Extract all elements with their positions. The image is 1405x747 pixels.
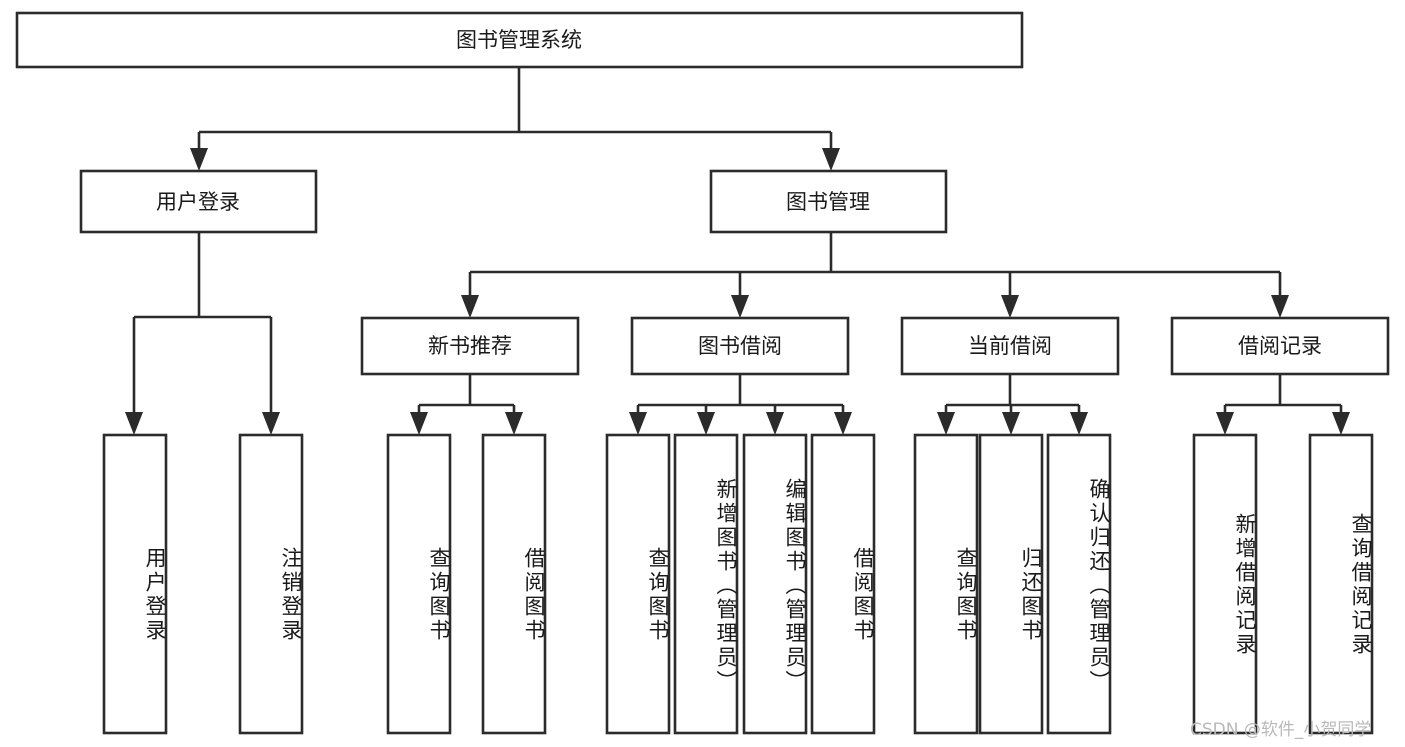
leaf-box-new-book-1[interactable] xyxy=(386,433,452,735)
node-user-login-box[interactable] xyxy=(79,169,318,234)
arrow-head-icon xyxy=(766,412,784,435)
arrow-head-icon xyxy=(461,295,479,318)
leaf-box-current-borrow-3[interactable] xyxy=(1046,433,1112,735)
node-book-borrow-box[interactable] xyxy=(630,316,850,376)
arrow-head-icon xyxy=(731,295,749,318)
arrow-head-icon xyxy=(937,412,955,435)
node-new-book-recommend-box[interactable] xyxy=(360,316,580,376)
leaf-box-borrow-record-2[interactable] xyxy=(1308,433,1374,735)
arrow-head-icon xyxy=(125,412,143,435)
leaf-box-user-login-1[interactable] xyxy=(102,433,168,735)
leaf-box-current-borrow-2[interactable] xyxy=(978,433,1044,735)
node-root-box[interactable] xyxy=(15,11,1024,69)
node-root-label: 图书管理系统 xyxy=(456,28,582,52)
arrow-head-icon xyxy=(262,412,280,435)
node-borrow-record-box[interactable] xyxy=(1170,316,1390,376)
arrow-head-icon xyxy=(1271,295,1289,318)
node-user-login-label: 用户登录 xyxy=(156,190,240,214)
leaf-box-new-book-2[interactable] xyxy=(481,433,547,735)
arrow-head-icon xyxy=(190,148,208,171)
leaf-box-borrow-record-1[interactable] xyxy=(1192,433,1258,735)
node-current-borrow-label: 当前借阅 xyxy=(968,334,1052,358)
node-book-borrow-label: 图书借阅 xyxy=(698,334,782,358)
node-current-borrow-box[interactable] xyxy=(900,316,1120,376)
node-new-book-recommend-label: 新书推荐 xyxy=(428,334,512,358)
node-borrow-record-label: 借阅记录 xyxy=(1238,334,1322,358)
arrow-head-icon xyxy=(410,412,428,435)
arrow-head-icon xyxy=(1070,412,1088,435)
leaf-box-book-borrow-2[interactable] xyxy=(673,433,739,735)
leaf-box-book-borrow-1[interactable] xyxy=(605,433,671,735)
arrow-head-icon xyxy=(834,412,852,435)
connector-group-book-borrow xyxy=(629,374,852,435)
connector-group-borrow-record xyxy=(1216,374,1350,435)
arrow-head-icon xyxy=(1001,295,1019,318)
arrow-head-icon xyxy=(1216,412,1234,435)
node-book-management-label: 图书管理 xyxy=(786,190,870,214)
arrow-head-icon xyxy=(629,412,647,435)
connector-group-user-login xyxy=(125,232,280,435)
node-book-management-box[interactable] xyxy=(709,169,948,234)
arrow-head-icon xyxy=(505,412,523,435)
arrow-head-icon xyxy=(822,148,840,171)
connector-group-book-management xyxy=(461,232,1289,318)
arrow-head-icon xyxy=(1332,412,1350,435)
leaf-box-user-login-2[interactable] xyxy=(238,433,304,735)
arrow-head-icon xyxy=(1002,412,1020,435)
arrow-head-icon xyxy=(697,412,715,435)
leaf-box-book-borrow-3[interactable] xyxy=(742,433,808,735)
watermark-text: CSDN @软件_小贺同学 xyxy=(1190,720,1372,740)
connector-group-new-book xyxy=(410,374,523,435)
connector-group-current-borrow xyxy=(937,374,1088,435)
connector-group-root xyxy=(190,67,840,171)
leaf-box-book-borrow-4[interactable] xyxy=(810,433,876,735)
leaf-box-current-borrow-1[interactable] xyxy=(913,433,979,735)
